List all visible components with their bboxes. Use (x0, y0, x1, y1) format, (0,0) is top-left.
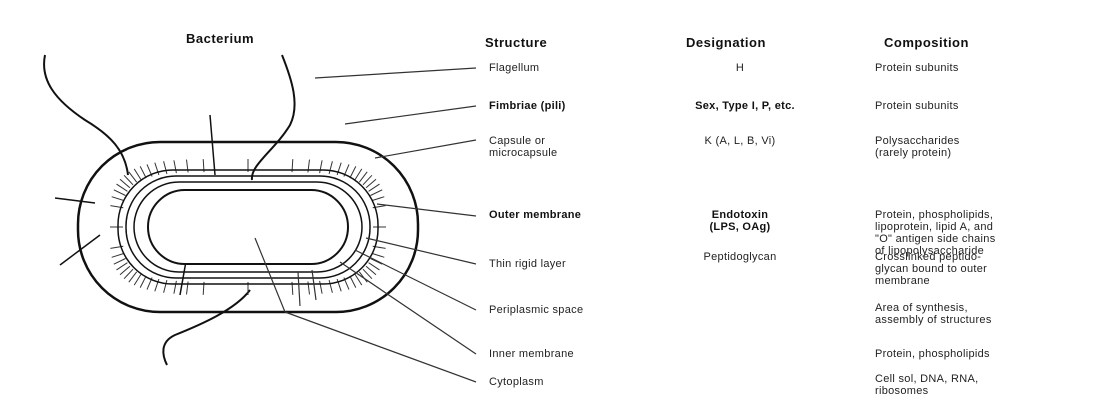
leader-fimbriae (345, 106, 476, 124)
fimbria-spike (112, 197, 124, 201)
composition-fimbriae: Protein subunits (875, 100, 959, 112)
flagellum-bottom (163, 290, 250, 365)
structure-cytoplasm: Cytoplasm (489, 376, 544, 388)
structure-inner-membrane: Inner membrane (489, 348, 574, 360)
fimbria-spike (112, 253, 124, 257)
fimbria-spike (359, 172, 367, 182)
composition-periplasmic-space: Area of synthesis, assembly of structure… (875, 302, 992, 326)
pilus-left (55, 198, 95, 203)
composition-cytoplasm: Cell sol, DNA, RNA, ribosomes (875, 373, 979, 397)
designation-fimbriae: Sex, Type I, P, etc. (680, 100, 810, 112)
fimbria-spike (134, 274, 141, 285)
fimbria-spike (174, 281, 177, 294)
structure-periplasmic-space: Periplasmic space (489, 304, 583, 316)
fimbria-spike (329, 280, 332, 293)
structure-fimbriae: Fimbriae (pili) (489, 100, 566, 112)
fimbria-spike (371, 259, 383, 265)
designation-flagellum: H (680, 62, 800, 74)
leader-periplasmic-space (355, 250, 476, 310)
inner-membrane (148, 190, 348, 264)
leader-cytoplasm-2 (285, 312, 476, 382)
composition-flagellum: Protein subunits (875, 62, 959, 74)
header-structure: Structure (485, 35, 547, 50)
fimbria-spike (129, 272, 137, 282)
composition-outer-membrane: Protein, phospholipids, lipoprotein, lip… (875, 209, 996, 257)
designation-thin-rigid-layer: Peptidoglycan (680, 251, 800, 263)
flagellum-left (44, 55, 128, 175)
leader-thin-rigid-layer (366, 238, 476, 264)
fimbria-spike (371, 190, 383, 196)
structure-flagellum: Flagellum (489, 62, 539, 74)
fimbria-spike (174, 160, 177, 173)
fimbria-spike (329, 161, 332, 174)
fimbria-spike (140, 276, 146, 288)
fimbria-spike (140, 166, 146, 178)
pilus-top (210, 115, 215, 175)
fimbria-spike (320, 281, 323, 294)
structure-outer-membrane: Outer membrane (489, 209, 581, 221)
fimbria-spike (117, 184, 128, 191)
fimbria-spike (129, 172, 137, 182)
fimbria-spike (350, 276, 356, 288)
fimbria-spike (164, 161, 167, 174)
header-bacterium: Bacterium (186, 31, 254, 46)
fimbria-spike (372, 253, 384, 257)
leader-periplasmic-stub (298, 272, 300, 306)
fimbria-spike (359, 272, 367, 282)
leader-capsule (375, 140, 476, 158)
header-designation: Designation (686, 35, 766, 50)
fimbria-spike (355, 169, 362, 180)
fimbria-spike (369, 184, 380, 191)
fimbria-spike (372, 197, 384, 201)
designation-capsule: K (A, L, B, Vi) (680, 135, 800, 147)
structure-capsule: Capsule or microcapsule (489, 135, 557, 159)
header-composition: Composition (884, 35, 969, 50)
leader-flagellum (315, 68, 476, 78)
composition-thin-rigid-layer: Crosslinked peptido- glycan bound to out… (875, 251, 987, 287)
fimbria-spike (320, 160, 323, 173)
fimbria-spike (114, 259, 126, 265)
leader-inner-stub (312, 270, 316, 300)
fimbria-spike (134, 169, 141, 180)
flagellum-top (252, 55, 295, 180)
designation-outer-membrane: Endotoxin (LPS, OAg) (680, 209, 800, 233)
fimbria-spike (369, 263, 380, 270)
composition-capsule: Polysaccharides (rarely protein) (875, 135, 960, 159)
fimbria-spike (114, 190, 126, 196)
leader-outer-membrane (377, 204, 476, 216)
composition-inner-membrane: Protein, phospholipids (875, 348, 990, 360)
fimbria-spike (117, 263, 128, 270)
structure-thin-rigid-layer: Thin rigid layer (489, 258, 566, 270)
fimbria-spike (164, 280, 167, 293)
fimbria-spike (350, 166, 356, 178)
